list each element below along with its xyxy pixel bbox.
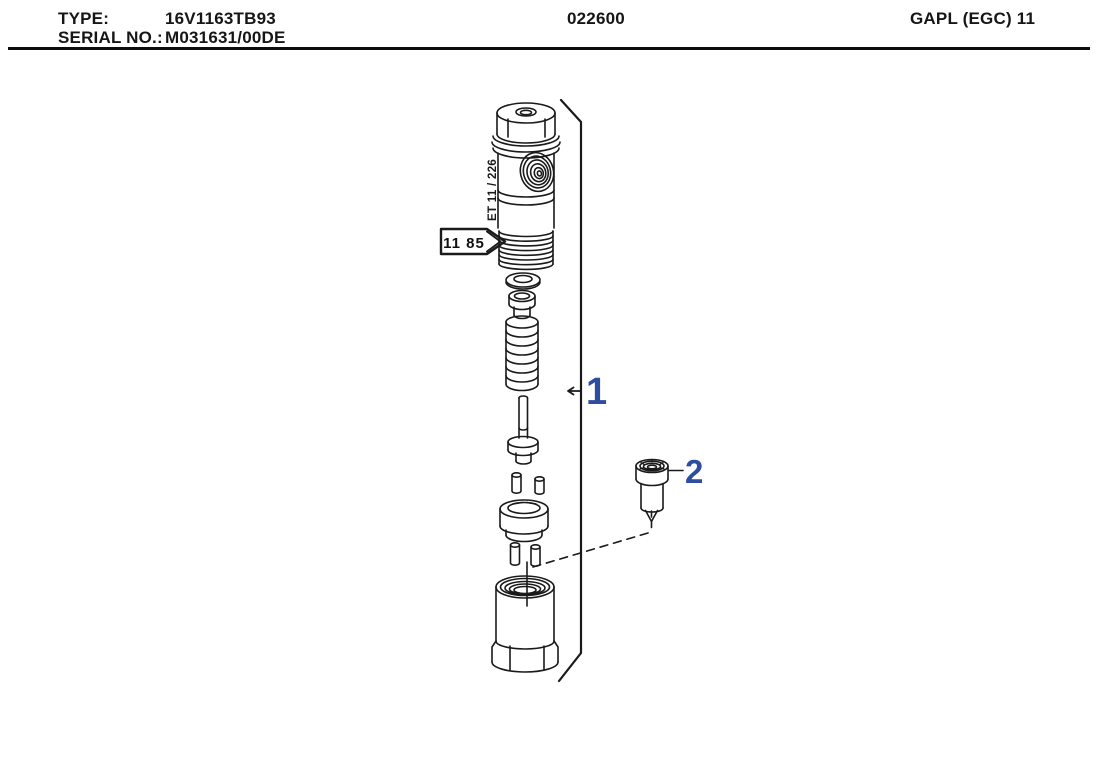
pressure-spring: [505, 315, 539, 392]
cap-ring-stack: [491, 135, 561, 159]
injector-cap-nut: [496, 102, 556, 144]
header-divider-line: [8, 47, 1090, 50]
callout-1-label: 1: [586, 371, 607, 413]
page-header: TYPE: 16V1163TB93 SERIAL NO.: M031631/00…: [0, 8, 1098, 48]
intermediate-plate: [499, 499, 549, 543]
fuel-inlet-port: [519, 151, 555, 193]
section-code: GAPL (EGC) 11: [910, 9, 1036, 28]
ref-tag-label: 11 85: [443, 235, 485, 252]
alignment-dashed-line: [526, 510, 653, 607]
type-value: 16V1163TB93: [165, 9, 276, 28]
push-rod: [507, 395, 539, 465]
page-code: 022600: [567, 9, 625, 28]
ref-tag-11-85: 11 85: [439, 227, 507, 256]
sealing-washer: [505, 272, 541, 290]
callout-2-label: 2: [685, 453, 703, 490]
nozzle-nut: [491, 575, 559, 673]
serial-value: M031631/00DE: [165, 28, 286, 47]
injector-body: [497, 151, 555, 229]
etched-marking-label: ET 11 / 226: [487, 159, 499, 221]
type-label: TYPE:: [58, 9, 110, 28]
serial-label: SERIAL NO.:: [58, 28, 163, 47]
dowel-pin: [511, 472, 545, 495]
dowel-pin: [509, 542, 541, 567]
assembly-bracket: [557, 98, 583, 683]
thread-section: [498, 230, 554, 271]
nozzle: [635, 458, 669, 523]
spring-retainer: [508, 289, 536, 320]
